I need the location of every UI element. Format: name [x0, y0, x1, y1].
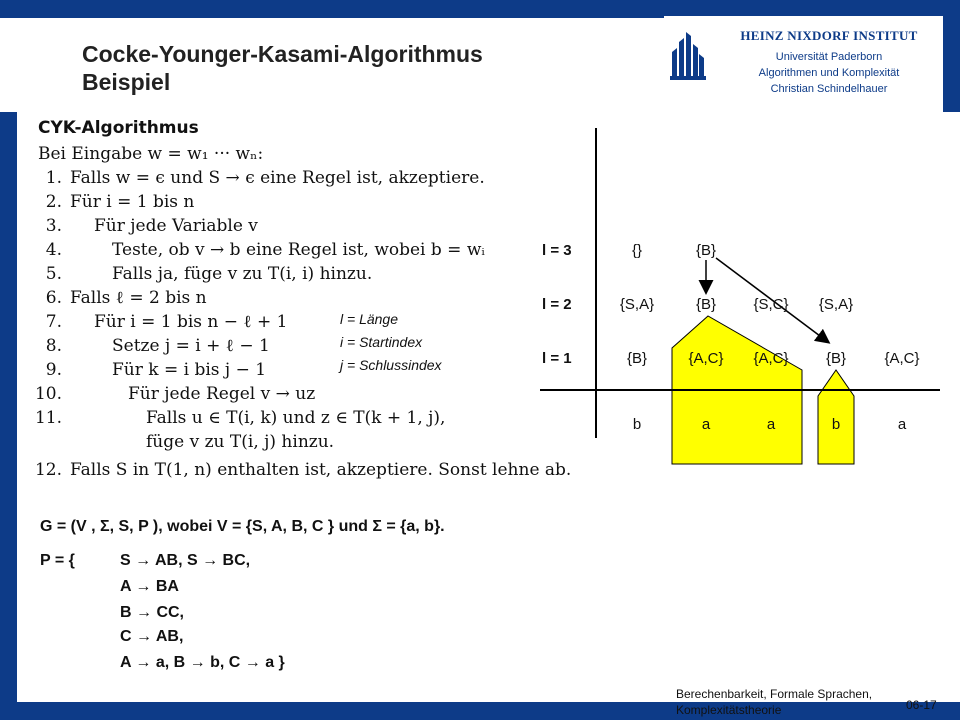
grammar-rule: A → BA — [120, 578, 179, 595]
algorithm-title: CYK-Algorithmus — [38, 118, 199, 138]
algorithm-line: 9.Für k = i bis j − 1 — [45, 360, 267, 380]
note-length: l = Länge — [340, 311, 398, 327]
table-cell: {B} — [695, 296, 717, 313]
table-cell: {S,C} — [753, 296, 789, 313]
table-cell: {B} — [695, 242, 717, 259]
footer-course: Berechenbarkeit, Formale Sprachen, Kompl… — [676, 686, 872, 718]
algorithm-line: 2.Für i = 1 bis n — [45, 192, 195, 212]
input-symbol: b — [831, 416, 841, 433]
university-name: Universität Paderborn — [775, 51, 883, 63]
institute-logo-icon — [670, 32, 706, 80]
slide-title: Cocke-Younger-Kasami-Algorithmus Beispie… — [82, 40, 483, 96]
page-number: 06-17 — [906, 698, 937, 712]
table-cell: {S,A} — [619, 296, 655, 313]
left-bar — [0, 112, 17, 702]
note-start: i = Startindex — [340, 334, 423, 350]
institute-info: HEINZ NIXDORF INSTITUT Universität Pader… — [712, 28, 946, 97]
grammar-rule: S → AB, S → BC, — [120, 552, 251, 569]
bottom-bar — [0, 702, 960, 720]
algorithm-line: füge v zu T(i, j) hinzu. — [146, 432, 335, 452]
row-label: l = 1 — [542, 350, 572, 367]
grammar-rule: A → a, B → b, C → a } — [120, 654, 285, 671]
table-cell: {} — [631, 242, 643, 259]
grammar-tuple: G = (V , Σ, S, P ), wobei V = {S, A, B, … — [40, 518, 445, 535]
slide-title-line1: Cocke-Younger-Kasami-Algorithmus — [82, 41, 483, 67]
algorithm-line: 4.Teste, ob v → b eine Regel ist, wobei … — [45, 240, 485, 260]
row-label: l = 3 — [542, 242, 572, 259]
algorithm-line: 1.Falls w = ϵ und S → ϵ eine Regel ist, … — [45, 168, 485, 188]
table-cell: {S,A} — [818, 296, 854, 313]
table-cell: {A,C} — [688, 350, 724, 367]
algorithm-line: 6.Falls ℓ = 2 bis n — [45, 288, 207, 308]
slide-title-line2: Beispiel — [82, 69, 171, 95]
cyk-table: l = 3 l = 2 l = 1 {} {B} {S,A} {B} {S,C}… — [530, 120, 950, 480]
input-symbol: a — [701, 416, 711, 433]
table-cell: {B} — [626, 350, 648, 367]
algorithm-line: 8.Setze j = i + ℓ − 1 — [45, 336, 270, 356]
grammar-rule: C → AB, — [120, 628, 184, 645]
author-name: Christian Schindelhauer — [770, 83, 888, 95]
input-symbol: b — [632, 416, 642, 433]
note-end: j = Schlussindex — [340, 357, 442, 373]
algorithm-line: 10.Für jede Regel v → uz — [34, 384, 316, 404]
footer-line1: Berechenbarkeit, Formale Sprachen, — [676, 687, 873, 701]
algorithm-line: 3.Für jede Variable v — [45, 216, 258, 236]
algorithm-intro: Bei Eingabe w = w₁ ··· wₙ: — [38, 144, 264, 164]
rules-label: P = { — [40, 552, 75, 569]
arrow-diagonal — [715, 257, 831, 344]
table-cell: {A,C} — [753, 350, 789, 367]
row-label: l = 2 — [542, 296, 572, 313]
algorithm-line: 11.Falls u ∈ T(i, k) und z ∈ T(k + 1, j)… — [34, 408, 446, 428]
algorithm-line: 7.Für i = 1 bis n − ℓ + 1 — [45, 312, 288, 332]
algorithm-line: 5.Falls ja, füge v zu T(i, i) hinzu. — [45, 264, 373, 284]
algorithm-line: 12.Falls S in T(1, n) enthalten ist, akz… — [34, 460, 572, 480]
grammar-rule: B → CC, — [120, 604, 184, 621]
group-name: Algorithmen und Komplexität — [758, 67, 900, 79]
cyk-table-graphics — [540, 128, 940, 465]
highlight-region-b — [817, 369, 855, 465]
top-bar — [0, 0, 664, 18]
institute-box — [664, 16, 943, 112]
institute-name: HEINZ NIXDORF INSTITUT — [740, 28, 918, 43]
input-symbol: a — [897, 416, 907, 433]
table-cell: {A,C} — [884, 350, 920, 367]
footer-line2: Komplexitätstheorie — [676, 703, 782, 717]
input-symbol: a — [766, 416, 776, 433]
table-cell: {B} — [825, 350, 847, 367]
index-notes: l = Länge i = Startindex j = Schlussinde… — [340, 308, 442, 377]
